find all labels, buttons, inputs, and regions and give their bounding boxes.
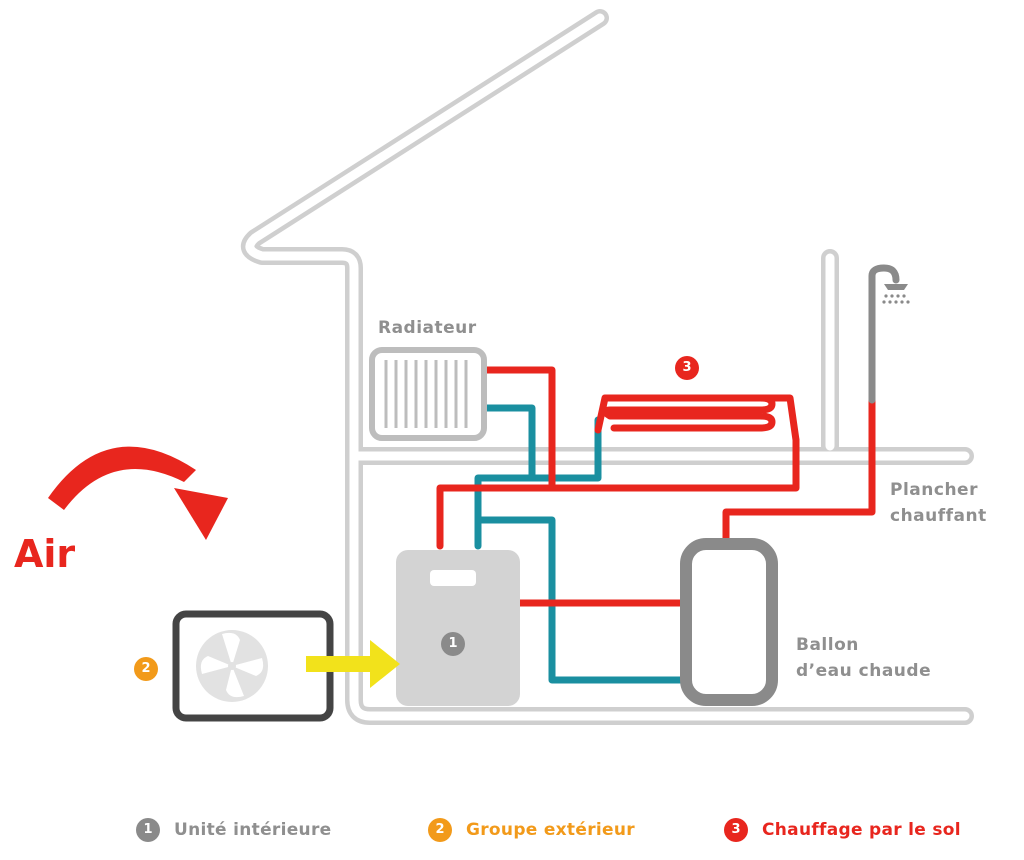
legend-badge-1: 1: [136, 818, 160, 842]
floor-heating-label-line2: chauffant: [890, 506, 987, 526]
badge-indoor-unit: 1: [441, 632, 465, 656]
legend-badge-2: 2: [428, 818, 452, 842]
radiator: [369, 347, 487, 441]
fan-icon: [200, 632, 264, 698]
indoor-unit: [396, 550, 520, 706]
legend-label-indoor: Unité intérieure: [174, 820, 332, 840]
hot-water-tank: [680, 538, 778, 706]
curved-arrow-icon: [48, 446, 228, 540]
badge-outdoor-unit: 2: [134, 657, 158, 681]
legend-label-outdoor: Groupe extérieur: [466, 820, 635, 840]
tank-label: Ballon d’eau chaude: [796, 632, 931, 684]
air-label: Air: [14, 532, 76, 576]
legend-item-indoor: 1 Unité intérieure: [136, 818, 331, 842]
floor-heating-label: Plancher chauffant: [890, 477, 987, 529]
arrow-right-icon: [306, 640, 400, 688]
legend-item-outdoor: 2 Groupe extérieur: [428, 818, 635, 842]
legend-item-floor: 3 Chauffage par le sol: [724, 818, 961, 842]
radiator-label: Radiateur: [378, 318, 477, 338]
house-outline-inner: [245, 13, 970, 721]
tank-label-line1: Ballon: [796, 635, 859, 655]
legend-badge-3: 3: [724, 818, 748, 842]
shower-icon: [868, 264, 910, 404]
tank-label-line2: d’eau chaude: [796, 661, 932, 681]
badge-floor-heating: 3: [675, 356, 699, 380]
floor-heating-label-line1: Plancher: [890, 480, 978, 500]
legend-label-floor: Chauffage par le sol: [762, 820, 961, 840]
